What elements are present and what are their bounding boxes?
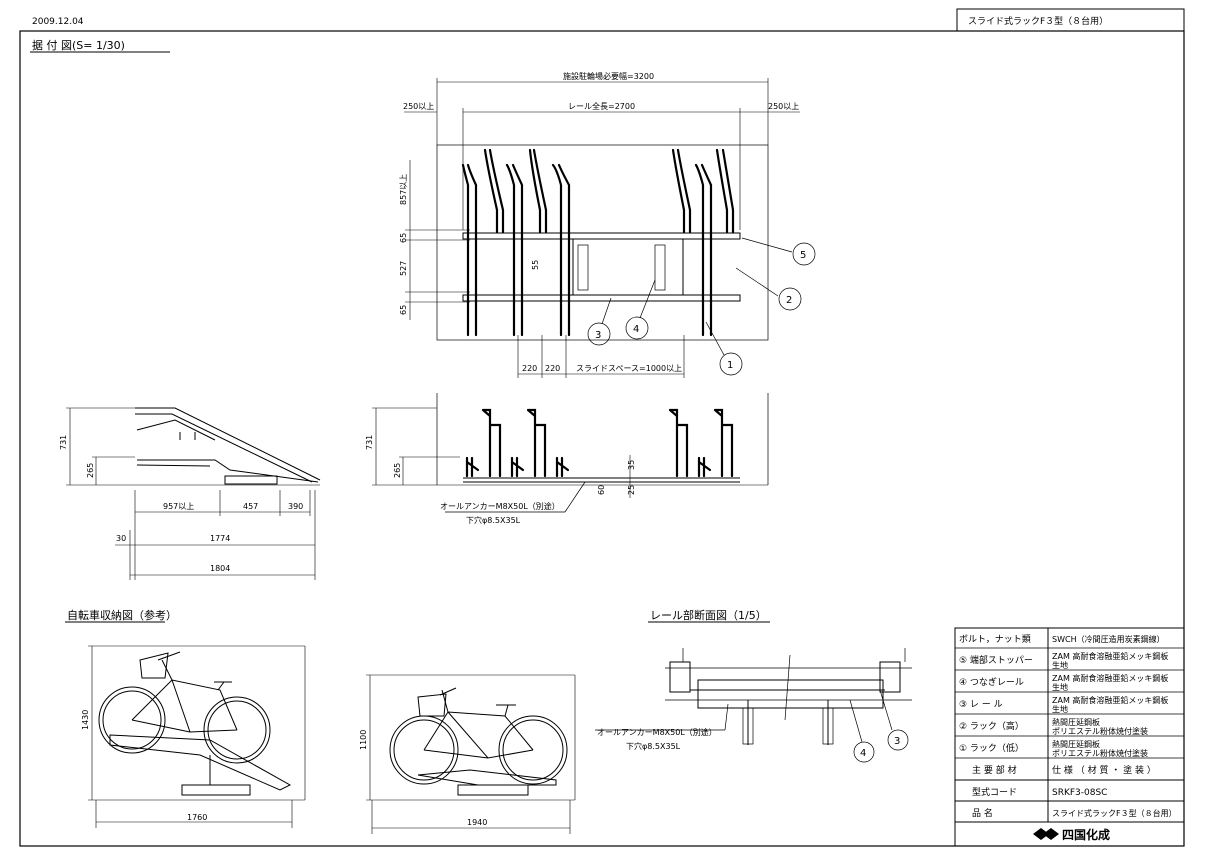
dim-slide-space: スライドスペース=1000以上 [576,364,682,373]
dim-527: 527 [399,261,408,276]
rail-section-view: オールアンカーM8X50L（別途） 下穴φ8.5X35L 4 3 [595,648,912,763]
plan-view: 施設駐輪場必要幅=3200 250以上 レール全長=2700 250以上 857… [399,71,816,378]
dim-265a: 265 [86,463,95,478]
callout-3 [587,322,611,346]
date-text: 2009.12.04 [32,17,84,27]
anchor-note-1: オールアンカーM8X50L（別途） [440,501,560,511]
dim-right-margin: 250以上 [768,102,799,111]
svg-text:4: 4 [633,324,639,335]
row0-spec1: SWCH（冷間圧造用炭素鋼線） [1052,634,1165,644]
dim-1940: 1940 [467,818,487,827]
row4-spec1: 熱間圧延鋼板 [1052,717,1100,727]
dim-857: 857以上 [399,174,408,205]
header-name: 主 要 部 材 [972,764,1017,776]
dim-30: 30 [116,534,126,543]
row5-spec2: ポリエステル粉体焼付塗装 [1052,748,1148,758]
dim-265b: 265 [393,463,402,478]
title-box-text: スライド式ラックF３型（８台用） [968,15,1108,27]
callout-2 [778,287,802,311]
code-value: SRKF3-08SC [1052,788,1107,798]
dim-957: 957以上 [163,502,194,511]
svg-text:3: 3 [894,736,900,747]
plan-view-title: 据 付 図(S= 1/30) [32,38,125,52]
parts-table: ボルト，ナット類 SWCH（冷間圧造用炭素鋼線） ⑤ 端部ストッパー ZAM 高… [954,627,1185,847]
svg-text:5: 5 [800,250,806,261]
code-label: 型式コード [972,786,1017,798]
row2-spec1: ZAM 高耐食溶融亜鉛メッキ鋼板 [1052,673,1168,683]
dim-55: 55 [531,260,540,270]
dim-1774: 1774 [210,534,230,543]
dim-65b: 65 [399,305,408,315]
row4-name: ② ラック（高） [959,720,1024,732]
dim-1760: 1760 [187,813,207,822]
dim-457: 457 [243,502,258,511]
row0-name: ボルト，ナット類 [959,634,1031,645]
front-view: 731 265 35 25 60 オールアンカーM8X50L（別途） 下穴φ8.… [365,393,769,525]
rail-view-title: レール部断面図（1/5） [650,608,767,622]
dim-1430: 1430 [81,710,90,730]
plan-racks [461,148,735,337]
row1-spec1: ZAM 高耐食溶融亜鉛メッキ鋼板 [1052,651,1168,661]
header-spec: 仕 様 （ 材 質 ・ 塗 装 ） [1052,764,1156,776]
dim-total-width: 施設駐輪場必要幅=3200 [563,71,654,81]
row2-spec2: 生地 [1052,682,1068,692]
anchor-note-2: オールアンカーM8X50L（別途） [597,727,717,737]
row1-name: ⑤ 端部ストッパー [959,654,1033,666]
row4-spec2: ポリエステル粉体焼付塗装 [1052,726,1148,736]
callout-4-rail [853,741,875,763]
product-value: スライド式ラックF３型（８台用） [1052,808,1177,818]
dim-25: 25 [627,485,636,495]
svg-text:3: 3 [595,330,601,341]
row3-spec1: ZAM 高耐食溶融亜鉛メッキ鋼板 [1052,695,1168,705]
dim-1100: 1100 [359,730,368,750]
callout-1 [719,352,743,376]
dim-390: 390 [288,502,303,511]
dim-1804: 1804 [210,564,230,573]
callout-3-rail [887,729,909,751]
row3-name: ③ レ ー ル [959,700,1003,710]
dim-60: 60 [597,485,606,495]
hole-note-1: 下穴φ8.5X35L [466,515,521,525]
dim-35: 35 [627,460,636,470]
callout-4 [625,316,649,340]
bicycle-view-title: 自転車収納図（参考） [67,608,177,622]
dim-left-margin: 250以上 [403,102,434,111]
row3-spec2: 生地 [1052,704,1068,714]
dim-65a: 65 [399,233,408,243]
row5-name: ① ラック（低） [959,742,1024,754]
company-name: 四国化成 [1062,827,1110,842]
callout-5 [792,242,816,266]
row2-name: ④ つなぎレール [959,676,1024,688]
side-view-left: 731 265 957以上 457 390 30 1774 1804 [59,407,321,580]
product-label: 品 名 [972,807,993,819]
bicycle-view-high: 1430 1760 [81,645,306,828]
svg-text:2: 2 [786,295,792,306]
company-logo: 四国化成 [1033,827,1110,842]
dim-220b: 220 [545,364,560,373]
dim-rail-length: レール全長=2700 [568,101,635,111]
title-box [956,8,1185,32]
bicycle-view-low: 1100 1940 [359,674,576,834]
svg-text:4: 4 [860,748,866,759]
dim-731a: 731 [59,435,68,450]
dim-731b: 731 [365,435,374,450]
dim-220a: 220 [522,364,537,373]
hole-note-2: 下穴φ8.5X35L [626,741,681,751]
row1-spec2: 生地 [1052,660,1068,670]
row5-spec1: 熱間圧延鋼板 [1052,739,1100,749]
svg-text:1: 1 [727,360,733,371]
sheet-border [19,30,1185,847]
